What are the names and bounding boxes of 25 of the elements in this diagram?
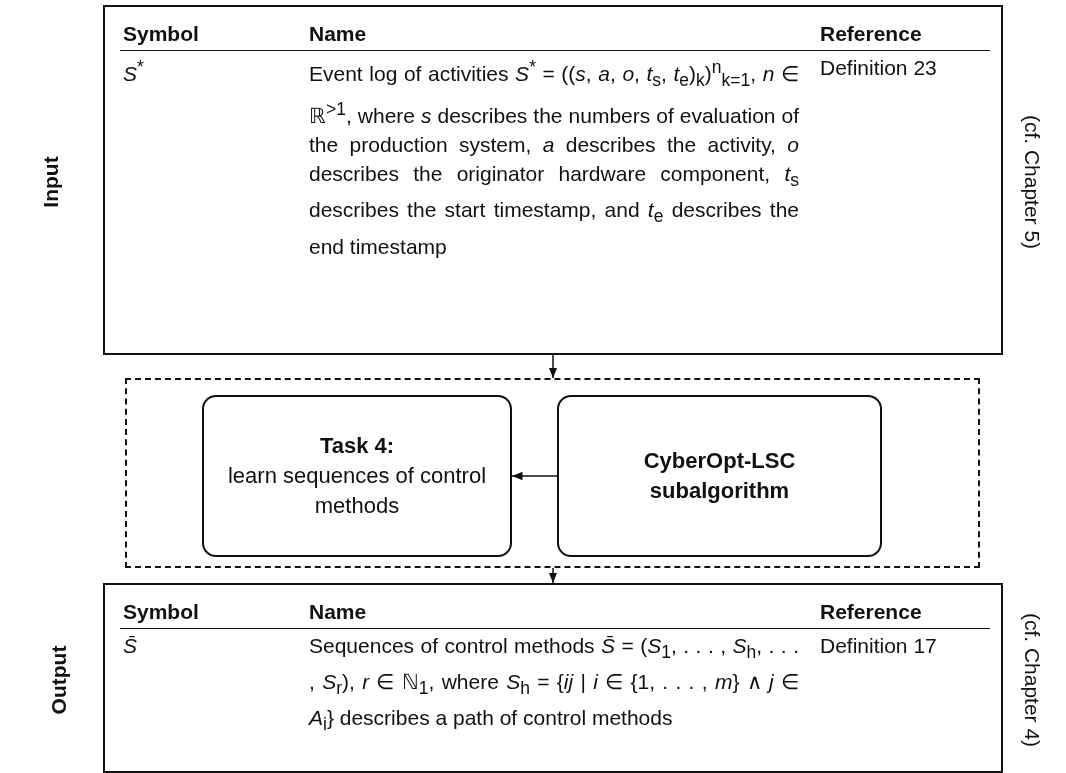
- box-text: learn sequences of control methods: [226, 462, 488, 520]
- table-cell: Event log of activities S$^{*}$ = ((s, a, o, t$_{s}$, t$_{e}$)$_{k}$)$^{n}$$_{k=1}$, n ∈ ℝ$^{>1}$, where s describes the numbers of evaluation of the production system, a describes the activity, o describes the originator hardware component, t$_{s}$ describes the start timestamp, and t$_{e}$ describes the end timestamp: [306, 50, 817, 263]
- arrow: [548, 354, 558, 379]
- column-header: Name: [306, 595, 817, 629]
- column-header: Symbol: [120, 595, 306, 629]
- arrow: [548, 567, 558, 584]
- box-title: CyberOpt-LSC subalgorithm: [642, 447, 797, 505]
- table-cell: S$^{*}$: [120, 50, 306, 263]
- side-heading: Input: [38, 156, 63, 208]
- rounded-box: [557, 395, 882, 557]
- table-cell: Sequences of control methods S̄ = (S$_{1}$, . . . , S$_{h}$, . . . , S$_{r}$), r ∈ ℕ$_{1}$, where S$_{h}$ = {ij | i ∈ {1, . . . , m} ∧ j ∈ A$_{i}$} describes a path of control methods: [306, 628, 817, 742]
- table-cell: S̄: [120, 628, 306, 742]
- chapter-note: (cf. Chapter 4): [1020, 612, 1044, 748]
- chapter-note: (cf. Chapter 5): [1020, 114, 1044, 250]
- dashed-group-box: [125, 378, 980, 568]
- column-header: Reference: [817, 595, 990, 629]
- column-header: Reference: [817, 17, 990, 51]
- table-cell: Definition 17: [817, 628, 990, 742]
- column-header: Symbol: [120, 17, 306, 51]
- column-header: Name: [306, 17, 817, 51]
- side-heading: Output: [47, 645, 72, 715]
- arrow: [511, 471, 558, 481]
- rounded-box: [202, 395, 512, 557]
- table-cell: Definition 23: [817, 50, 990, 263]
- box-title: Task 4:: [318, 432, 396, 460]
